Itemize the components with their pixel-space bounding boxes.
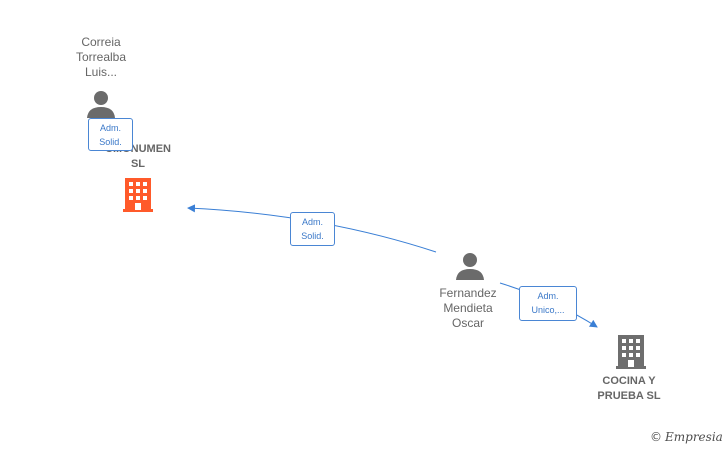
copyright-icon: © <box>650 430 662 444</box>
person-fernandez-label[interactable]: Fernandez Mendieta Oscar <box>423 286 513 331</box>
label-line: Torrealba <box>75 50 127 64</box>
edge-label-line: Solid. <box>301 231 324 241</box>
label-line: SL <box>130 158 146 170</box>
edge-label-correia[interactable]: Adm. Solid. <box>88 118 133 151</box>
person-correia-label[interactable]: Correia Torrealba Luis... <box>56 35 146 80</box>
label-line: Oscar <box>451 316 484 330</box>
label-line: Luis... <box>84 65 117 79</box>
label-line: Correia <box>81 35 121 49</box>
brand-watermark: ©Empresia <box>650 430 726 446</box>
brand-name: Empresia <box>665 430 723 444</box>
edge-label-fernandez-top[interactable]: Adm. Solid. <box>290 212 335 246</box>
label-line: Fernandez <box>439 286 497 300</box>
building-icon[interactable] <box>615 334 647 370</box>
label-line: COCINA Y <box>602 375 656 387</box>
company-cocina-label[interactable]: COCINA Y PRUEBA SL <box>574 374 684 404</box>
edge-label-line: Solid. <box>99 137 122 147</box>
edge-label-line: Adm. <box>301 217 323 227</box>
edge-label-line: Unico,... <box>531 305 565 315</box>
label-line: Mendieta <box>443 301 493 315</box>
person-icon[interactable] <box>86 89 116 119</box>
edge-label-line: Adm. <box>99 123 121 133</box>
building-icon[interactable] <box>122 177 154 213</box>
person-icon[interactable] <box>455 251 485 281</box>
edge-label-fernandez-cocina[interactable]: Adm. Unico,... <box>519 286 577 321</box>
edge-label-line: Adm. <box>537 291 559 301</box>
label-line: PRUEBA SL <box>597 390 661 402</box>
